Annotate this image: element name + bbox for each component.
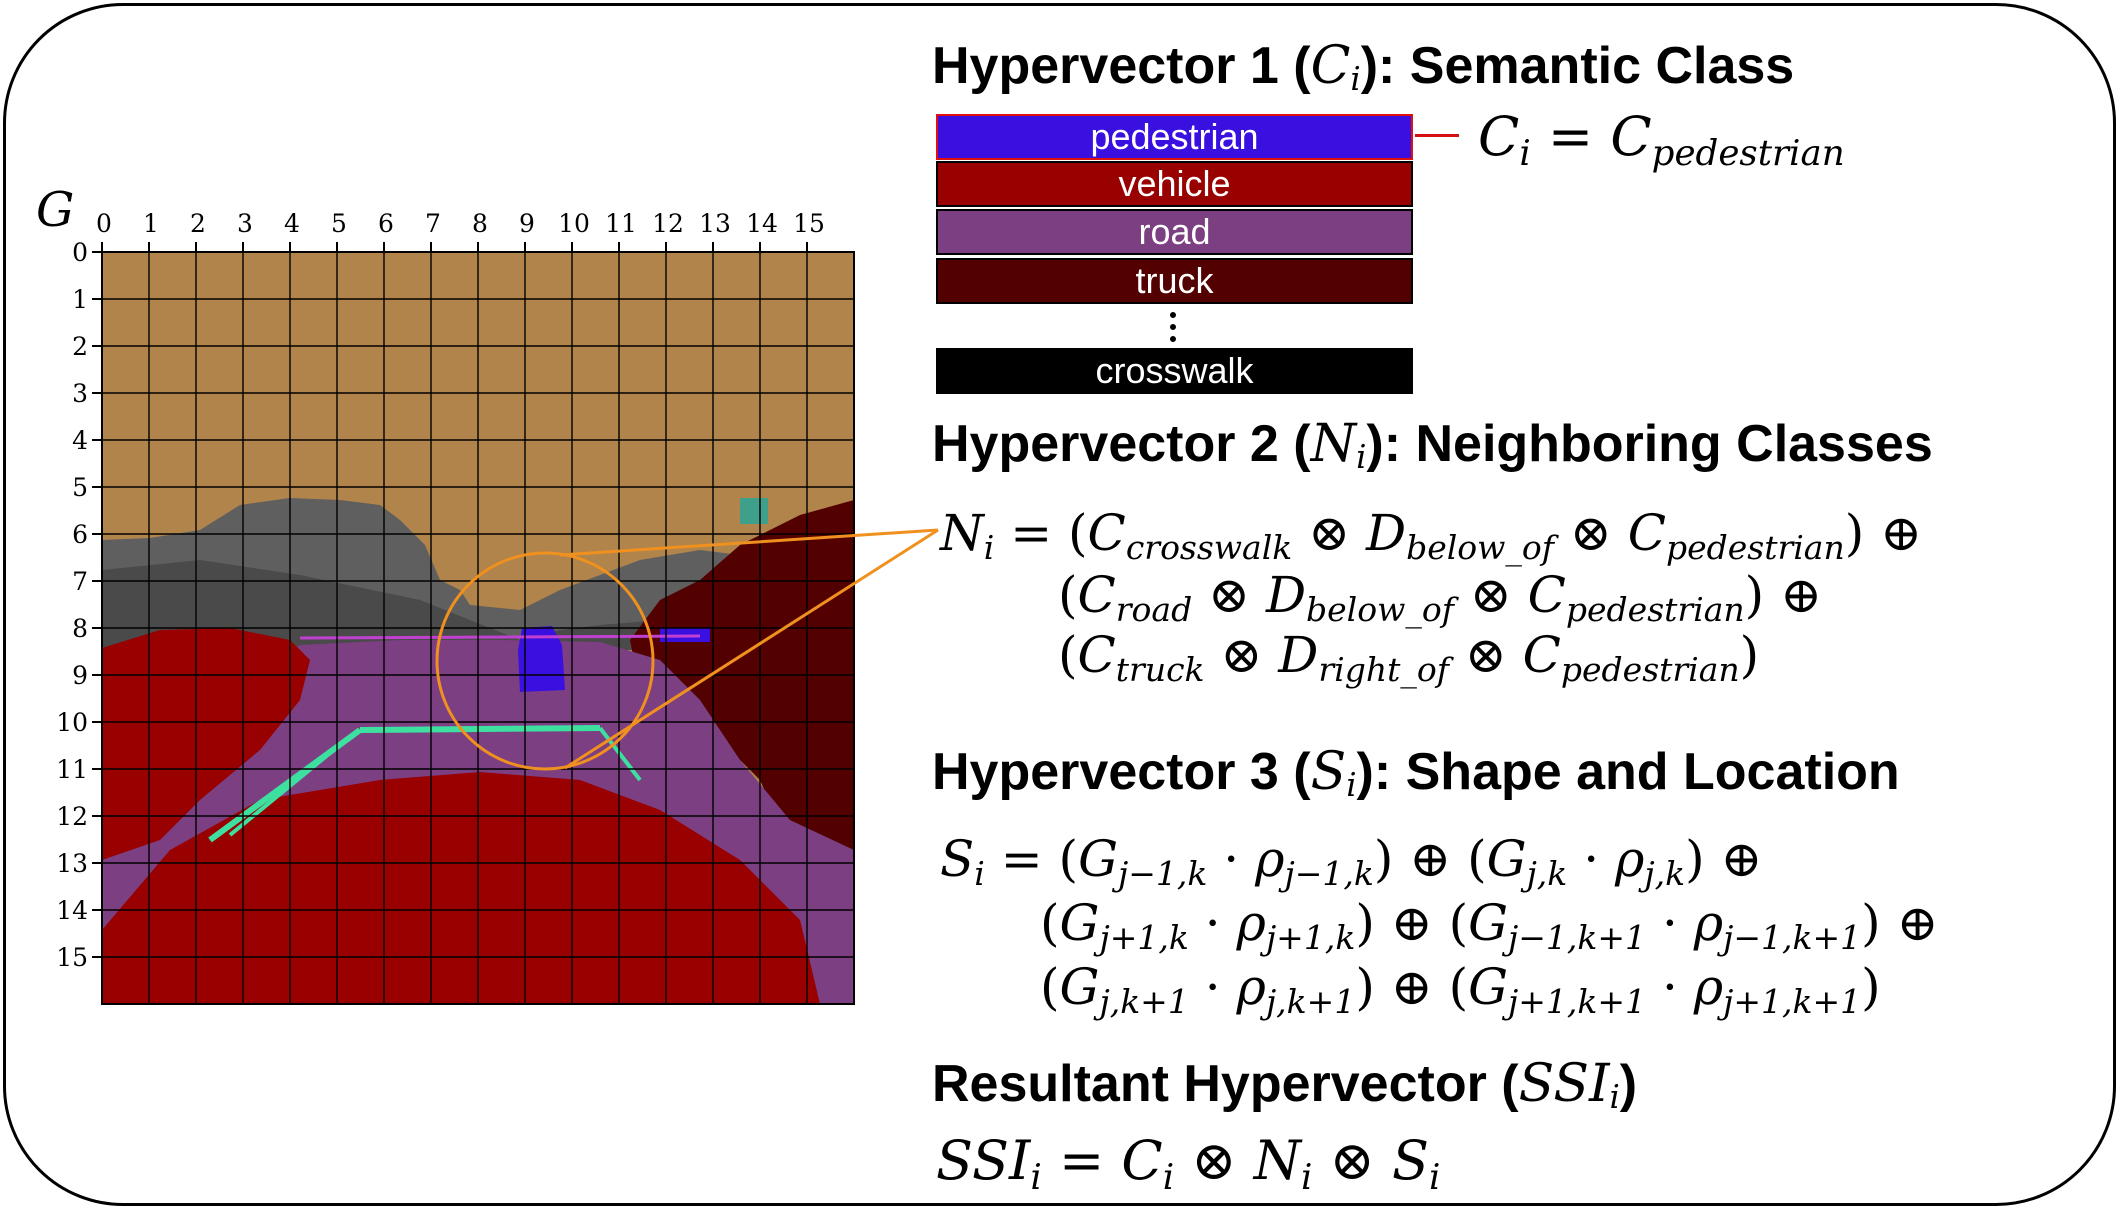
- hypervector-1-heading: Hypervector 1 (Ci): Semantic Class: [932, 36, 1795, 99]
- equation-ni-line-1: Ni = (Ccrosswalk ⊗ Dbelow_of ⊗ Cpedestri…: [940, 504, 1923, 568]
- row-label: 10: [56, 708, 88, 737]
- selection-callout-line: [1415, 134, 1459, 137]
- column-label: 12: [652, 209, 684, 238]
- road-marking-pink: [299, 634, 701, 640]
- equation-ni-line-3: (Ctruck ⊗ Dright_of ⊗ Cpedestrian): [1058, 626, 1760, 690]
- grid-label: G: [36, 182, 74, 238]
- row-label: 1: [72, 285, 88, 314]
- row-label: 7: [72, 567, 88, 596]
- class-bar-pedestrian: pedestrian: [936, 114, 1413, 160]
- row-label: 5: [72, 473, 88, 502]
- column-label: 6: [378, 209, 394, 238]
- column-label: 13: [699, 209, 731, 238]
- row-label: 8: [72, 614, 88, 643]
- column-label: 8: [472, 209, 488, 238]
- column-label: 15: [793, 209, 825, 238]
- column-label: 5: [331, 209, 347, 238]
- row-label: 13: [56, 849, 88, 878]
- row-label: 15: [56, 943, 88, 972]
- equation-si-line-3: (Gj,k+1 · ρj,k+1) ⊕ (Gj+1,k+1 · ρj+1,k+1…: [1040, 958, 1881, 1022]
- zoom-line-top: [559, 528, 939, 557]
- row-label: 2: [72, 332, 88, 361]
- row-label: 6: [72, 520, 88, 549]
- lane-line-2: [228, 743, 342, 837]
- column-label: 4: [284, 209, 300, 238]
- equation-ci: Ci = Cpedestrian: [1478, 105, 1845, 174]
- class-bar-road: road: [936, 209, 1413, 255]
- equation-si-line-1: Si = (Gj−1,k · ρj−1,k) ⊕ (Gj,k · ρj,k) ⊕: [940, 830, 1763, 894]
- equation-ssi: SSIi = Ci ⊗ Ni ⊗ Si: [936, 1129, 1441, 1198]
- equation-ni-line-2: (Croad ⊗ Dbelow_of ⊗ Cpedestrian) ⊕: [1058, 566, 1822, 630]
- column-label: 14: [746, 209, 778, 238]
- column-label: 3: [237, 209, 253, 238]
- column-label: 11: [605, 209, 637, 238]
- hypervector-2-heading: Hypervector 2 (Ni): Neighboring Classes: [932, 414, 1933, 477]
- vehicle-front: [102, 772, 820, 1004]
- truck-region: [630, 500, 854, 1004]
- column-label: 9: [519, 209, 535, 238]
- row-label: 11: [56, 755, 88, 784]
- row-label: 14: [56, 896, 88, 925]
- crosswalk-line: [359, 725, 601, 733]
- lane-line-3: [598, 726, 642, 782]
- row-label: 9: [72, 661, 88, 690]
- row-label: 4: [72, 426, 88, 455]
- class-bar-truck: truck: [936, 258, 1413, 304]
- ellipsis-dots: [1170, 312, 1182, 342]
- class-bar-crosswalk: crosswalk: [936, 348, 1413, 394]
- vehicle-left: [102, 628, 310, 860]
- column-label: 1: [143, 209, 159, 238]
- hypervector-3-heading: Hypervector 3 (Si): Shape and Location: [932, 742, 1900, 805]
- sign-region: [740, 498, 768, 524]
- column-label: 2: [190, 209, 206, 238]
- resultant-hypervector-heading: Resultant Hypervector (SSIi): [932, 1054, 1638, 1117]
- column-label: 0: [96, 209, 112, 238]
- equation-si-line-2: (Gj+1,k · ρj+1,k) ⊕ (Gj−1,k+1 · ρj−1,k+1…: [1040, 894, 1939, 958]
- column-label: 10: [558, 209, 590, 238]
- column-label: 7: [425, 209, 441, 238]
- zoom-circle: [435, 551, 655, 771]
- class-bar-vehicle: vehicle: [936, 161, 1413, 207]
- zoom-line-bottom: [564, 528, 939, 770]
- rounded-frame: [3, 3, 2116, 1206]
- row-label: 3: [72, 379, 88, 408]
- row-label: 0: [72, 238, 88, 267]
- row-label: 12: [56, 802, 88, 831]
